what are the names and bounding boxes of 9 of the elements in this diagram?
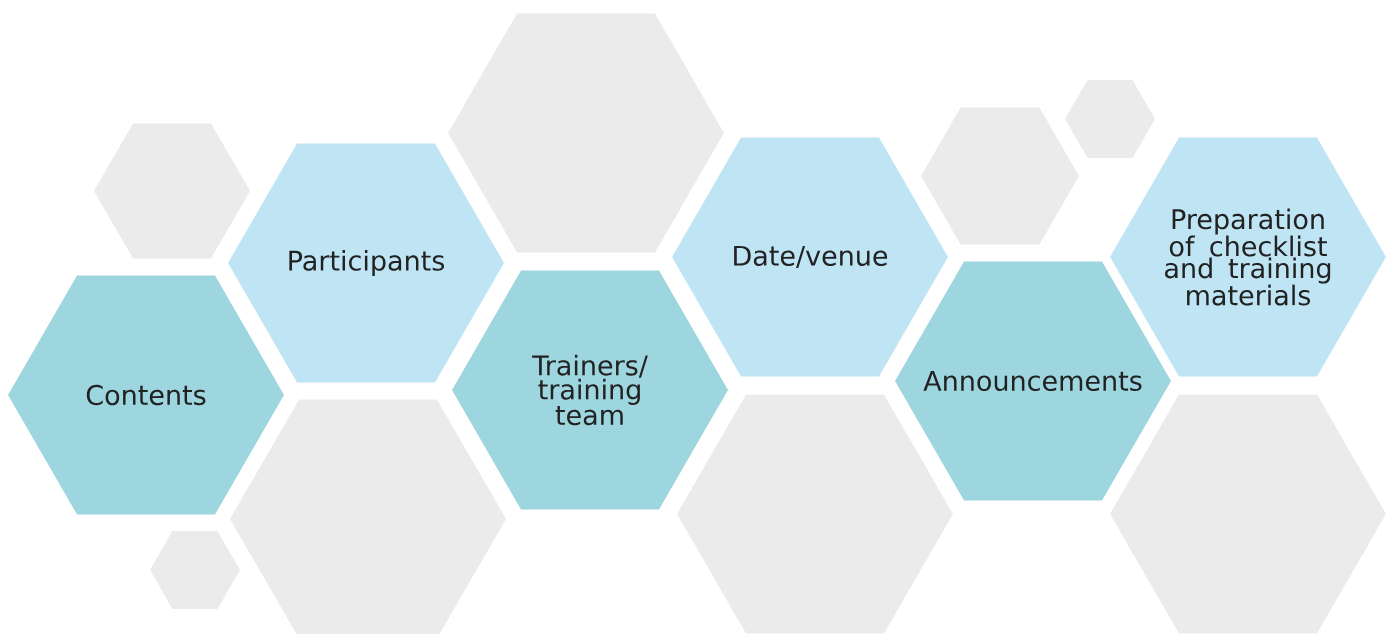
hexagon-shape: [448, 13, 724, 253]
hexagon-shape: [921, 107, 1079, 245]
hexagon-shape: [94, 123, 250, 259]
hexagon-shape: [1110, 394, 1386, 634]
hexagon-shape: [677, 394, 953, 634]
hexagon-shape: [230, 399, 506, 634]
hexagon-box: Contents: [8, 275, 284, 515]
hexagon-box: Trainers/ training team: [452, 270, 728, 510]
hexagon-box: Participants: [228, 143, 504, 383]
